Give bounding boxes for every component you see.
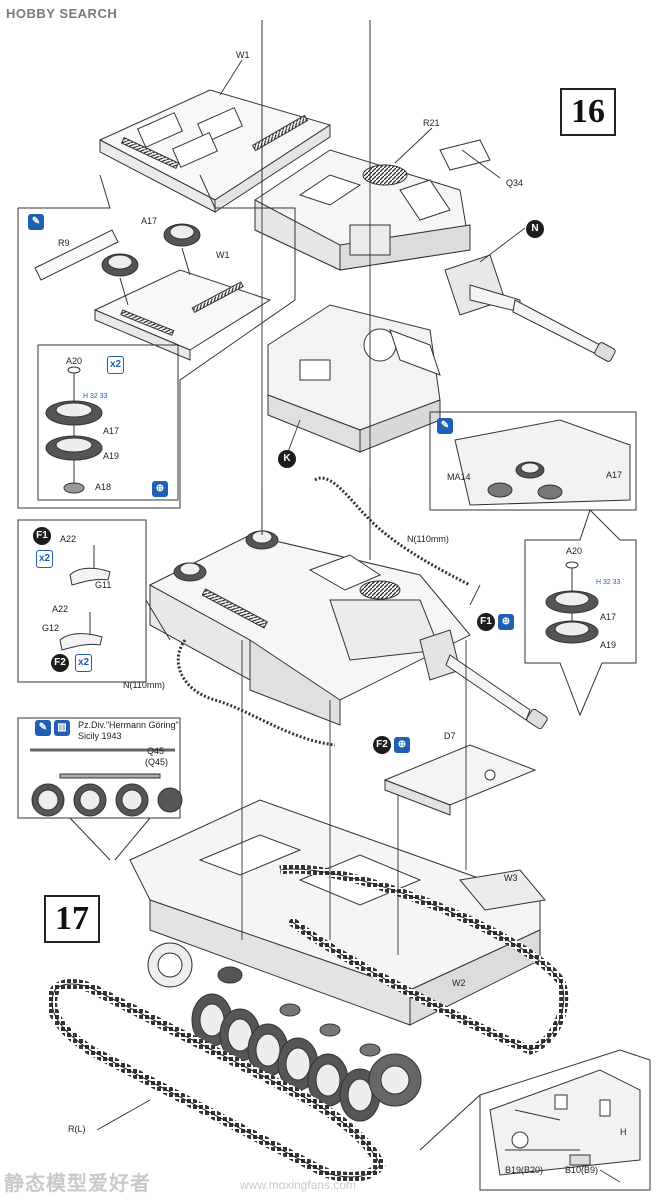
- assembly-icon-f1: ⊕: [498, 614, 514, 630]
- label-a22-b: A22: [52, 604, 69, 614]
- track-right: [279, 864, 569, 1055]
- inset-border-q45: [17, 717, 181, 861]
- label-r-l: R(L): [68, 1124, 86, 1134]
- glue-icon-inset-b: ✎: [437, 418, 453, 434]
- label-a17-inset: A17: [141, 216, 158, 226]
- circle-f2-right: F2: [373, 736, 391, 754]
- label-r9: R9: [58, 238, 70, 248]
- gun-barrel-16: [444, 254, 616, 362]
- gun-barrel-mid: [419, 629, 548, 730]
- qty-badge-b: x2: [36, 550, 54, 568]
- chassis-17: [129, 799, 546, 1026]
- assembly-icon-a: ⊕: [152, 481, 168, 497]
- roadwheels-q45: [30, 748, 183, 817]
- inset-border-ma14: [429, 411, 637, 717]
- label-q45: Q45: [147, 746, 165, 756]
- wheels-inset: [101, 223, 201, 306]
- label-w1-inset: W1: [216, 250, 230, 260]
- brand-logo: HOBBY SEARCH: [6, 6, 118, 21]
- label-a20: A20: [66, 356, 83, 366]
- label-a17: A17: [103, 426, 120, 436]
- label-w2: W2: [452, 978, 466, 988]
- fittings-inset: [59, 545, 111, 651]
- deck-plate-d7: [383, 744, 537, 816]
- step-16-box: 16: [560, 88, 616, 136]
- track-left-rl: [46, 979, 386, 1182]
- circle-f1-right: F1: [477, 613, 495, 631]
- label-g12: G12: [42, 623, 60, 633]
- label-a20-right: A20: [566, 546, 583, 556]
- label-a22: A22: [60, 534, 77, 544]
- label-n110-left: N(110mm): [123, 680, 165, 690]
- label-r21: R21: [423, 118, 440, 128]
- paint-icon-inset-c: ▥: [54, 720, 70, 736]
- ref-h32-33-a: H 32 33: [83, 393, 108, 400]
- circle-n: N: [526, 220, 544, 238]
- wheel-stack-b: [545, 561, 599, 644]
- qty-badge-a: x2: [107, 356, 125, 374]
- inset-border-f: [17, 519, 171, 683]
- step-17-box: 17: [44, 895, 100, 943]
- leader-lines: [96, 59, 621, 1183]
- caption-unit: Pz.Div."Hermann Göring",: [78, 720, 182, 730]
- label-w3: W3: [504, 873, 518, 883]
- circle-k: K: [278, 450, 296, 468]
- circle-f1: F1: [33, 527, 51, 545]
- roadwheels-17: [147, 942, 422, 1122]
- qty-badge-c: x2: [75, 654, 93, 672]
- label-a17-right: A17: [606, 470, 623, 480]
- circle-f2: F2: [51, 654, 69, 672]
- label-w1-top: W1: [236, 50, 250, 60]
- wheel-stack-a: [37, 344, 179, 501]
- inset-border-h: [419, 1049, 651, 1191]
- assembled-hull: [149, 490, 471, 726]
- label-n110-top: N(110mm): [407, 534, 449, 544]
- label-b19: B19(B20): [505, 1165, 544, 1175]
- inset-border-w1: [17, 174, 296, 509]
- upper-hull-16: [254, 20, 491, 271]
- label-a19: A19: [103, 451, 120, 461]
- watermark-url: www.moxingfans.com: [240, 1178, 357, 1192]
- label-g11: G11: [95, 580, 112, 590]
- label-d7: D7: [444, 731, 456, 741]
- interior-k: [267, 304, 441, 453]
- label-a17-right2: A17: [600, 612, 617, 622]
- label-a19-right: A19: [600, 640, 617, 650]
- label-q45-alt: (Q45): [145, 757, 169, 767]
- watermark-text: 静态模型爱好者: [4, 1171, 151, 1195]
- label-h: H: [620, 1127, 627, 1137]
- assembly-icon-f2: ⊕: [394, 737, 410, 753]
- detail-h: [489, 1069, 641, 1176]
- ref-h32-33-b: H 32 33: [596, 579, 621, 586]
- ma14-detail: [454, 419, 631, 506]
- label-a18: A18: [95, 482, 112, 492]
- label-b10: B10(B9): [565, 1165, 599, 1175]
- glue-icon-inset-c: ✎: [35, 720, 51, 736]
- label-ma14: MA14: [447, 472, 471, 482]
- deck-inset: [34, 229, 272, 361]
- engine-deck-w1: [98, 89, 332, 213]
- caption-location: Sicily 1943: [78, 731, 122, 741]
- label-q34: Q34: [506, 178, 524, 188]
- glue-icon-inset-a: ✎: [28, 214, 44, 230]
